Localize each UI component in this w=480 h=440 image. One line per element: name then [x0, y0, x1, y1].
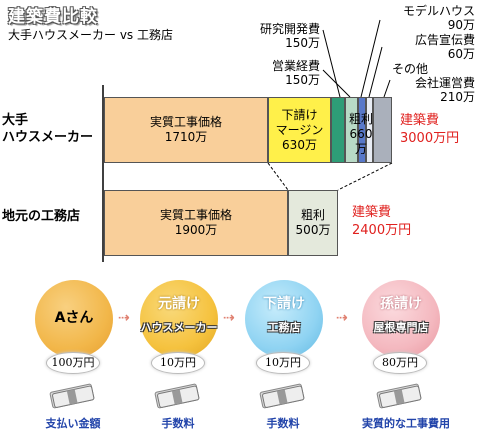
flow-step-customer [35, 280, 113, 358]
flow-amount-subsubcontractor: 80万円 [373, 352, 427, 374]
segment-construction-large-value: 1710万 [164, 130, 208, 144]
flow-step-subcontractor-label: 下請け [263, 296, 305, 312]
total-local: 建築費 2400万円 [352, 204, 411, 240]
callout-ad: 広告宣伝費 60万 [380, 33, 475, 61]
flow-step-subsubcontractor-label: 孫請け [380, 296, 422, 312]
row-label-large-line2: ハウスメーカー [2, 130, 94, 145]
dash-right [337, 162, 393, 191]
flow-amount-contractor: 10万円 [151, 352, 205, 374]
flow-step-subcontractor [245, 280, 323, 358]
gross-large-label-group: 粗利 660万 [345, 112, 377, 157]
page-subtitle: 大手ハウスメーカー vs 工務店 [8, 28, 173, 42]
callout-sales-value: 150万 [285, 73, 320, 87]
flow-caption-subcontractor: 手数料 [266, 417, 300, 430]
segment-construction-large-label: 実質工事価格 [149, 115, 222, 129]
leader-research [322, 29, 341, 98]
segment-construction-large: 実質工事価格 1710万 [104, 97, 268, 163]
callout-other: その他 会社運営費 210万 [370, 62, 475, 104]
segment-margin-label1: 下請け [281, 107, 318, 122]
flow-step-subsubcontractor-sub: 屋根専門店 [373, 321, 429, 334]
row-label-large-line1: 大手 [2, 113, 29, 128]
total-large-value: 3000万円 [400, 131, 460, 146]
callout-other-value: 210万 [440, 90, 475, 104]
flow-step-subcontractor-sub: 工務店 [267, 321, 301, 334]
segment-ad [366, 97, 373, 163]
row-label-local: 地元の工務店 [2, 209, 81, 224]
segment-other [373, 97, 392, 163]
flow-step-subsubcontractor [362, 280, 440, 358]
flow-step-customer-label: Aさん [54, 310, 94, 326]
diagram-lines [102, 19, 393, 262]
gross-large-value: 660万 [349, 127, 373, 156]
callout-other-label2: 会社運営費 [414, 76, 475, 90]
callout-sales-label: 営業経費 [271, 59, 320, 73]
callout-ad-label: 広告宣伝費 [414, 33, 475, 47]
segment-margin-label2: マージン [275, 122, 324, 137]
callout-research-value: 150万 [285, 36, 320, 50]
callout-ad-value: 60万 [447, 47, 475, 61]
callout-model: モデルハウス 90万 [380, 4, 475, 32]
segment-sales [345, 97, 358, 163]
segment-gross-local-label: 粗利 [300, 208, 325, 222]
flow-arrow-2: ⇢ [223, 310, 235, 326]
flow-caption-customer: 支払い金額 [45, 417, 101, 430]
money-stack-icon [49, 383, 95, 409]
row-label-large: 大手 ハウスメーカー [2, 112, 93, 146]
segment-construction-local: 実質工事価格 1900万 [104, 190, 288, 256]
segment-margin: 下請け マージン 630万 [268, 97, 331, 163]
flow-step-contractor [140, 280, 218, 358]
segment-gross-local: 粗利 500万 [288, 190, 338, 256]
gross-large-label: 粗利 [348, 112, 373, 126]
callout-sales: 営業経費 150万 [240, 59, 320, 87]
segment-construction-local-label: 実質工事価格 [159, 208, 232, 222]
leader-ad [368, 46, 383, 98]
callout-other-label1: その他 [392, 62, 429, 76]
segment-model [358, 97, 366, 163]
leader-other [383, 79, 391, 98]
total-local-value: 2400万円 [352, 223, 412, 238]
total-local-label: 建築費 [352, 205, 392, 220]
flow-arrow-3: ⇢ [336, 310, 348, 326]
flow-step-contractor-sub: ハウスメーカー [140, 321, 218, 334]
total-large: 建築費 3000万円 [400, 112, 459, 148]
segment-construction-local-value: 1900万 [174, 223, 218, 237]
page-title: 建築費比較 [8, 7, 98, 27]
total-large-label: 建築費 [400, 113, 440, 128]
flow-caption-subsubcontractor: 実質的な工事費用 [362, 417, 450, 430]
money-stack-icon [376, 383, 422, 409]
flow-amount-subcontractor: 10万円 [256, 352, 310, 374]
callout-research-label: 研究開発費 [259, 22, 320, 36]
segment-research [331, 97, 345, 163]
money-stack-icon [259, 383, 305, 409]
flow-caption-contractor: 手数料 [161, 417, 195, 430]
dash-left [267, 162, 289, 191]
flow-amount-customer: 100万円 [46, 352, 100, 374]
callout-model-value: 90万 [447, 18, 475, 32]
money-stack-icon [154, 383, 200, 409]
callout-model-label: モデルハウス [402, 4, 475, 18]
flow-step-contractor-label: 元請け [158, 296, 200, 312]
leader-model [360, 19, 381, 98]
callout-research: 研究開発費 150万 [240, 22, 320, 50]
segment-gross-local-value: 500万 [295, 223, 331, 237]
flow-arrow-1: ⇢ [118, 310, 130, 326]
leader-sales [322, 69, 351, 98]
segment-margin-value: 630万 [282, 137, 317, 152]
